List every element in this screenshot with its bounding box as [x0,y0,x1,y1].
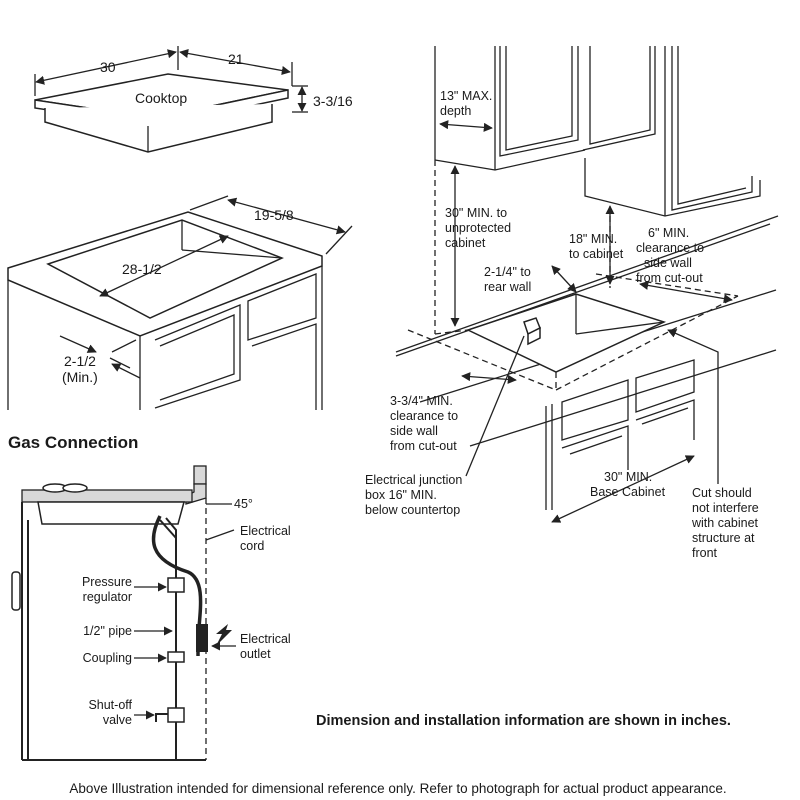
cutout-front-min-label: (Min.) [62,369,98,385]
gas-drawing [11,465,236,761]
install-junction-3: below countertop [365,503,460,517]
install-cut-3: with cabinet [691,516,759,530]
install-unprotected-3: cabinet [445,236,486,250]
install-unprotected-1: 30" MIN. to [445,206,507,220]
install-sideright-1: 6" MIN. [648,226,689,240]
install-tocabinet-1: 18" MIN. [569,232,617,246]
install-junction-2: box 16" MIN. [365,488,437,502]
gas-cord-label-2: cord [240,539,264,553]
gas-angle-label: 45° [234,497,253,511]
gas-outlet-label-2: outlet [240,647,271,661]
install-rearwall-2: rear wall [484,280,531,294]
gas-regulator-label-1: Pressure [82,575,132,589]
cooktop-drawing [34,46,308,153]
gas-valve-label-1: Shut-off [88,698,132,712]
footer-disclaimer: Above Illustration intended for dimensio… [69,781,726,796]
install-base-1: 30" MIN. [604,470,652,484]
gas-valve-label-2: valve [103,713,132,727]
install-rearwall-1: 2-1/4" to [484,265,531,279]
gas-pipe-label: 1/2" pipe [83,624,132,638]
gas-connection-heading: Gas Connection [8,433,138,452]
install-cut-4: structure at [692,531,755,545]
gas-outlet-label-1: Electrical [240,632,291,646]
install-maxdepth-1: 13" MAX. [440,89,492,103]
gas-cord-label-1: Electrical [240,524,291,538]
install-sideleft-4: from cut-out [390,439,457,453]
cooktop-height-label: 3-3/16 [313,93,353,109]
cooktop-depth-label: 21 [228,51,244,67]
cutout-depth-label: 19-5/8 [254,207,294,223]
cooktop-width-label: 30 [100,59,116,75]
cutout-drawing [7,195,353,410]
install-sideleft-3: side wall [390,424,438,438]
install-sideright-4: from cut-out [636,271,703,285]
install-maxdepth-2: depth [440,104,471,118]
cutout-width-label: 28-1/2 [122,261,162,277]
gas-coupling-label: Coupling [83,651,132,665]
install-sideleft-2: clearance to [390,409,458,423]
install-base-2: Base Cabinet [590,485,666,499]
install-sideright-3: side wall [644,256,692,270]
install-junction-1: Electrical junction [365,473,462,487]
dimension-note: Dimension and installation information a… [316,713,731,729]
install-sideleft-1: 3-3/4" MIN. [390,394,453,408]
cutout-front-label: 2-1/2 [64,353,96,369]
install-cut-1: Cut should [692,486,752,500]
gas-regulator-label-2: regulator [83,590,132,604]
install-sideright-2: clearance to [636,241,704,255]
install-unprotected-2: unprotected [445,221,511,235]
install-drawing [395,46,779,523]
install-tocabinet-2: to cabinet [569,247,624,261]
install-cut-2: not interfere [692,501,759,515]
install-cut-5: front [692,546,718,560]
cooktop-name-label: Cooktop [135,90,187,106]
